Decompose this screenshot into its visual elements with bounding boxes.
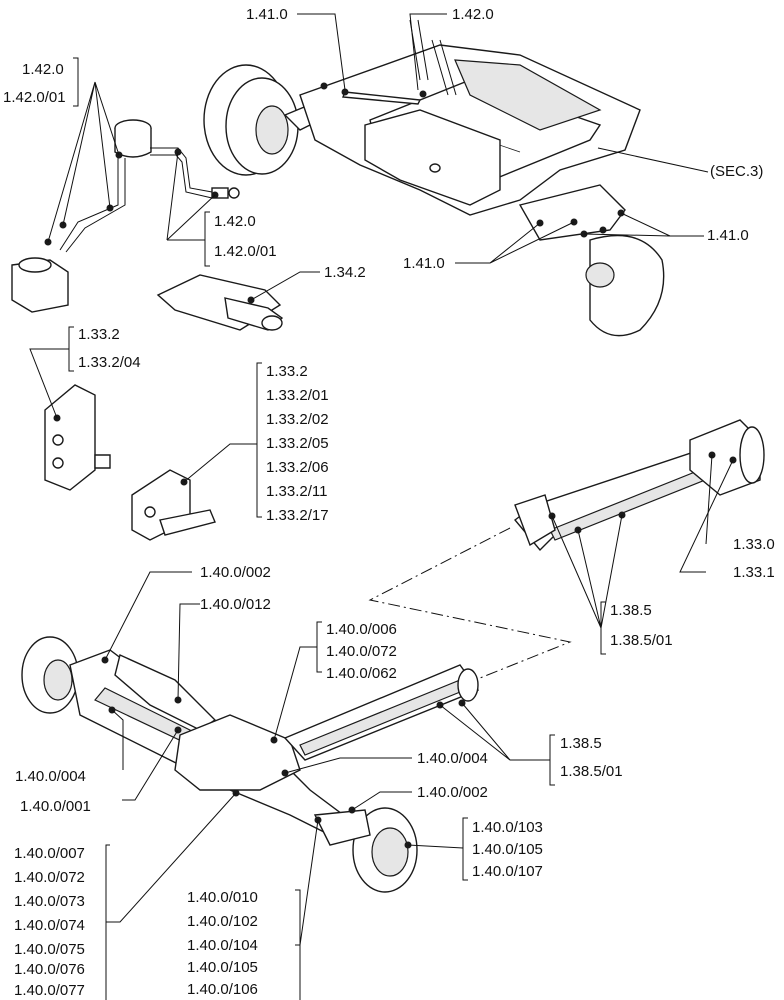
chassis-frame-illustration <box>203 19 665 337</box>
drive-shaft-illustration <box>513 419 765 552</box>
callout-1-40-0-001: 1.40.0/001 <box>20 798 91 815</box>
callout-sec-3: (SEC.3) <box>710 163 763 180</box>
callout-1-33-0: 1.33.0 <box>733 536 775 553</box>
front-axle-illustration <box>21 636 480 893</box>
callout-1-40-0-012: 1.40.0/012 <box>200 596 271 613</box>
callout-1-40-0-006: 1.40.0/006 1.40.0/072 1.40.0/062 <box>326 621 401 682</box>
callout-1-41-0-top: 1.41.0 <box>246 6 288 23</box>
callout-1-33-1: 1.33.1 <box>733 564 775 581</box>
callout-1-33-2-a: 1.33.2 1.33.2/04 <box>78 326 141 371</box>
callout-1-42-0-left: 1.42.0 1.42.0/01 <box>3 61 68 106</box>
callout-1-42-0-mid: 1.42.0 1.42.0/01 <box>214 213 277 260</box>
bracket-illustration <box>156 274 284 331</box>
callout-1-34-2: 1.34.2 <box>324 264 366 281</box>
callout-1-41-0-mid: 1.41.0 <box>403 255 445 272</box>
callout-1-40-0-002-b: 1.40.0/002 <box>417 784 488 801</box>
callout-1-40-0-002-a: 1.40.0/002 <box>200 564 271 581</box>
leader-lines <box>29 13 734 1000</box>
callout-1-40-0-004-b: 1.40.0/004 <box>417 750 488 767</box>
callout-1-40-0-007: 1.40.0/007 1.40.0/072 1.40.0/073 1.40.0/… <box>14 845 89 999</box>
connection-line <box>368 527 572 681</box>
control-valve-illustration <box>44 384 216 541</box>
callout-1-38-5-a: 1.38.5 1.38.5/01 <box>610 602 673 649</box>
callout-1-40-0-103: 1.40.0/103 1.40.0/105 1.40.0/107 <box>472 819 547 880</box>
callout-1-41-0-right: 1.41.0 <box>707 227 749 244</box>
callout-1-40-0-010: 1.40.0/010 1.40.0/102 1.40.0/104 1.40.0/… <box>187 889 262 998</box>
callout-1-42-0-top: 1.42.0 <box>452 6 494 23</box>
callout-labels: 1.41.0 1.42.0 1.42.0 1.42.0/01 (SEC.3) 1… <box>3 6 775 999</box>
callout-1-40-0-004-a: 1.40.0/004 <box>15 768 86 785</box>
callout-1-38-5-b: 1.38.5 1.38.5/01 <box>560 735 623 780</box>
callout-1-33-2-b: 1.33.2 1.33.2/01 1.33.2/02 1.33.2/05 1.3… <box>266 363 333 524</box>
